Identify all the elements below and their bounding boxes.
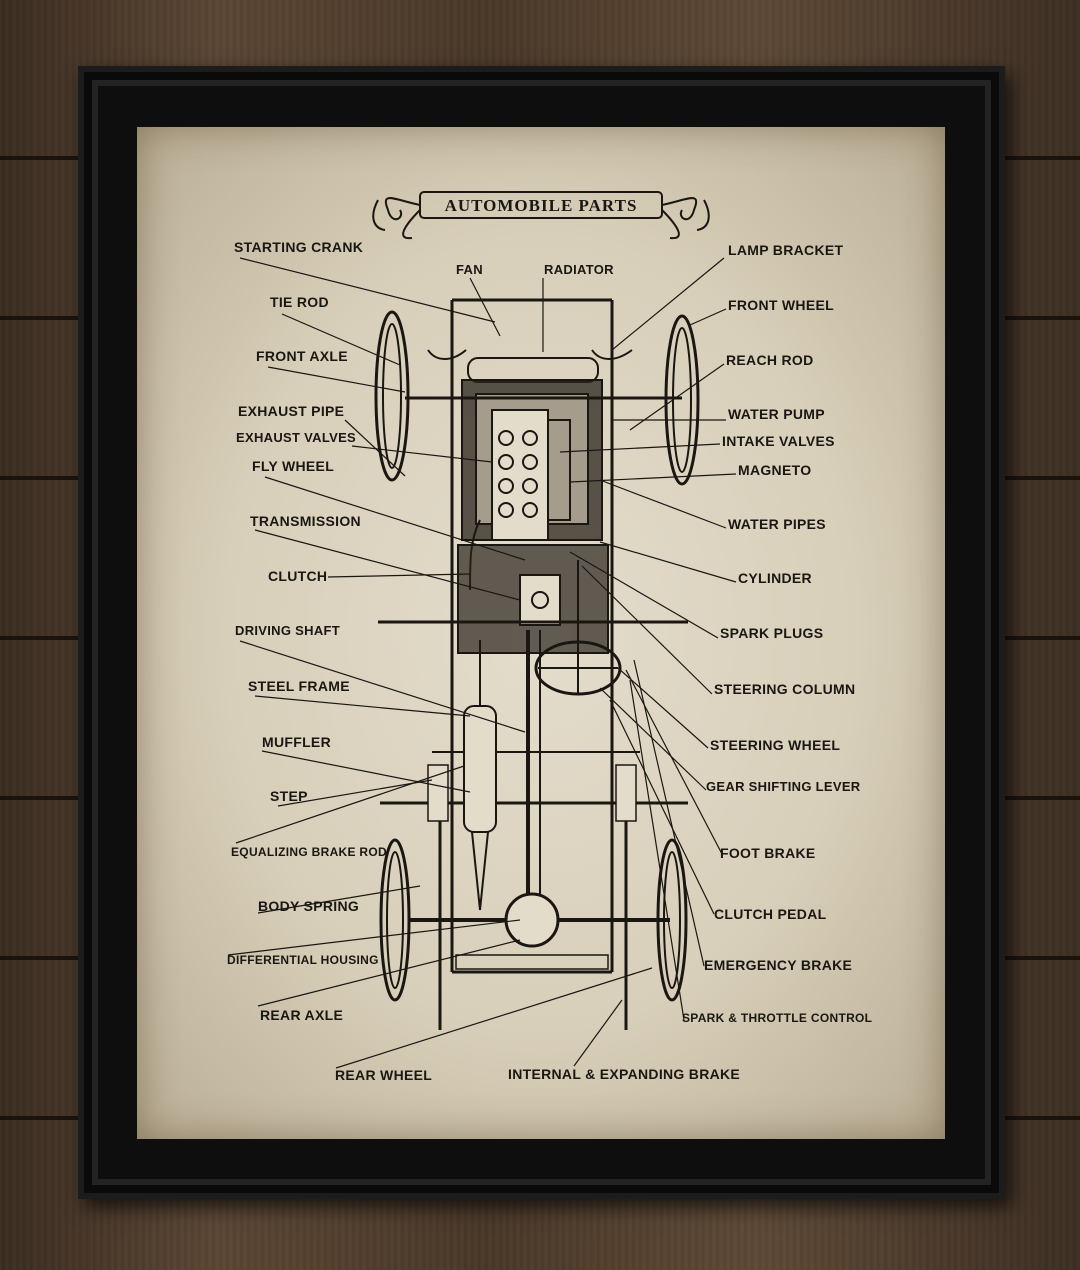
label-front-axle: FRONT AXLE xyxy=(256,348,348,364)
label-water-pipes: WATER PIPES xyxy=(728,516,826,532)
label-internal-expanding-brake: INTERNAL & EXPANDING BRAKE xyxy=(508,1066,741,1082)
diagram-title: AUTOMOBILE PARTS xyxy=(444,196,638,215)
label-foot-brake: FOOT BRAKE xyxy=(720,845,816,861)
label-lamp-bracket: LAMP BRACKET xyxy=(728,242,844,258)
label-clutch-pedal: CLUTCH PEDAL xyxy=(714,906,827,922)
label-fan: FAN xyxy=(456,262,483,277)
label-magneto: MAGNETO xyxy=(738,462,812,478)
label-muffler: MUFFLER xyxy=(262,734,331,750)
muffler-drawing xyxy=(463,640,497,911)
label-front-wheel: FRONT WHEEL xyxy=(728,297,834,313)
label-starting-crank: STARTING CRANK xyxy=(234,239,364,255)
label-gear-shifting-lever: GEAR SHIFTING LEVER xyxy=(706,779,861,794)
steering-wheel-drawing xyxy=(534,560,622,696)
transmission-housing xyxy=(457,544,609,654)
label-exhaust-valves: EXHAUST VALVES xyxy=(236,430,357,445)
label-rear-wheel: REAR WHEEL xyxy=(335,1067,433,1083)
label-differential-housing: DIFFERENTIAL HOUSING xyxy=(227,953,379,967)
label-cylinder: CYLINDER xyxy=(738,570,812,586)
label-spark-throttle-control: SPARK & THROTTLE CONTROL xyxy=(682,1011,873,1025)
label-tie-rod: TIE ROD xyxy=(270,294,329,310)
label-steering-wheel: STEERING WHEEL xyxy=(710,737,841,753)
title-banner xyxy=(372,191,710,240)
label-driving-shaft: DRIVING SHAFT xyxy=(235,623,341,638)
label-body-spring: BODY SPRING xyxy=(258,898,360,914)
label-water-pump: WATER PUMP xyxy=(728,406,825,422)
label-steel-frame: STEEL FRAME xyxy=(248,678,350,694)
label-reach-rod: REACH ROD xyxy=(726,352,814,368)
steel-frame-rails xyxy=(450,298,614,974)
label-radiator: RADIATOR xyxy=(544,262,614,277)
label-fly-wheel: FLY WHEEL xyxy=(252,458,335,474)
label-spark-plugs: SPARK PLUGS xyxy=(720,625,824,641)
label-intake-valves: INTAKE VALVES xyxy=(722,433,835,449)
label-transmission: TRANSMISSION xyxy=(250,513,361,529)
label-equalizing-brake-rod: EQUALIZING BRAKE ROD xyxy=(231,845,387,859)
rear-axle-drawing xyxy=(379,764,688,1030)
engine-block xyxy=(469,409,571,591)
label-emergency-brake: EMERGENCY BRAKE xyxy=(704,957,853,973)
label-clutch: CLUTCH xyxy=(268,568,328,584)
label-rear-axle: REAR AXLE xyxy=(260,1007,344,1023)
label-steering-column: STEERING COLUMN xyxy=(714,681,856,697)
label-step: STEP xyxy=(270,788,308,804)
leader-lines xyxy=(227,257,737,1069)
label-exhaust-pipe: EXHAUST PIPE xyxy=(238,403,345,419)
